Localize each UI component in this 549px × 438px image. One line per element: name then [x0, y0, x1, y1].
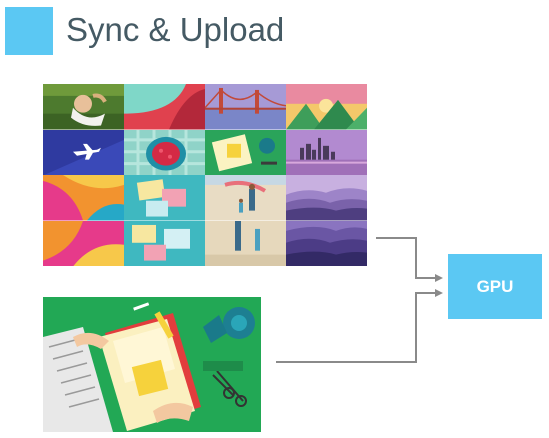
gpu-label: GPU	[476, 276, 514, 296]
desk-with-notebook-and-tools-illustration	[43, 297, 261, 432]
illustration-to-gpu-arrow	[276, 289, 443, 363]
airplane-on-blue-wallpaper	[43, 129, 124, 175]
purple-mountain-ranges-wallpaper	[286, 175, 367, 221]
colorful-fabric-photo	[43, 220, 124, 266]
golden-gate-bridge-photo	[205, 84, 286, 130]
sticky-notes-illustration-thumbnail	[124, 220, 205, 266]
purple-mountain-ranges-wallpaper	[286, 220, 367, 266]
mosaic-to-gpu-arrow	[376, 237, 443, 282]
low-poly-mountain-sunset-wallpaper	[286, 84, 367, 130]
image-mosaic	[43, 84, 367, 266]
title-accent-square	[5, 7, 53, 55]
city-skyline-at-dusk-photo	[286, 129, 367, 175]
gpu-box: GPU	[448, 254, 542, 319]
pomegranate-bowl-photo	[124, 129, 205, 175]
abstract-pink-teal-wallpaper	[124, 84, 205, 130]
family-on-beach-photo	[205, 220, 286, 266]
desk-illustration-thumbnail	[205, 129, 286, 175]
sticky-notes-illustration-thumbnail	[124, 175, 205, 221]
slide-title: Sync & Upload	[66, 11, 285, 48]
family-on-beach-photo	[205, 175, 286, 221]
colorful-fabric-photo	[43, 175, 124, 221]
boy-lying-in-grass-photo	[43, 84, 124, 130]
